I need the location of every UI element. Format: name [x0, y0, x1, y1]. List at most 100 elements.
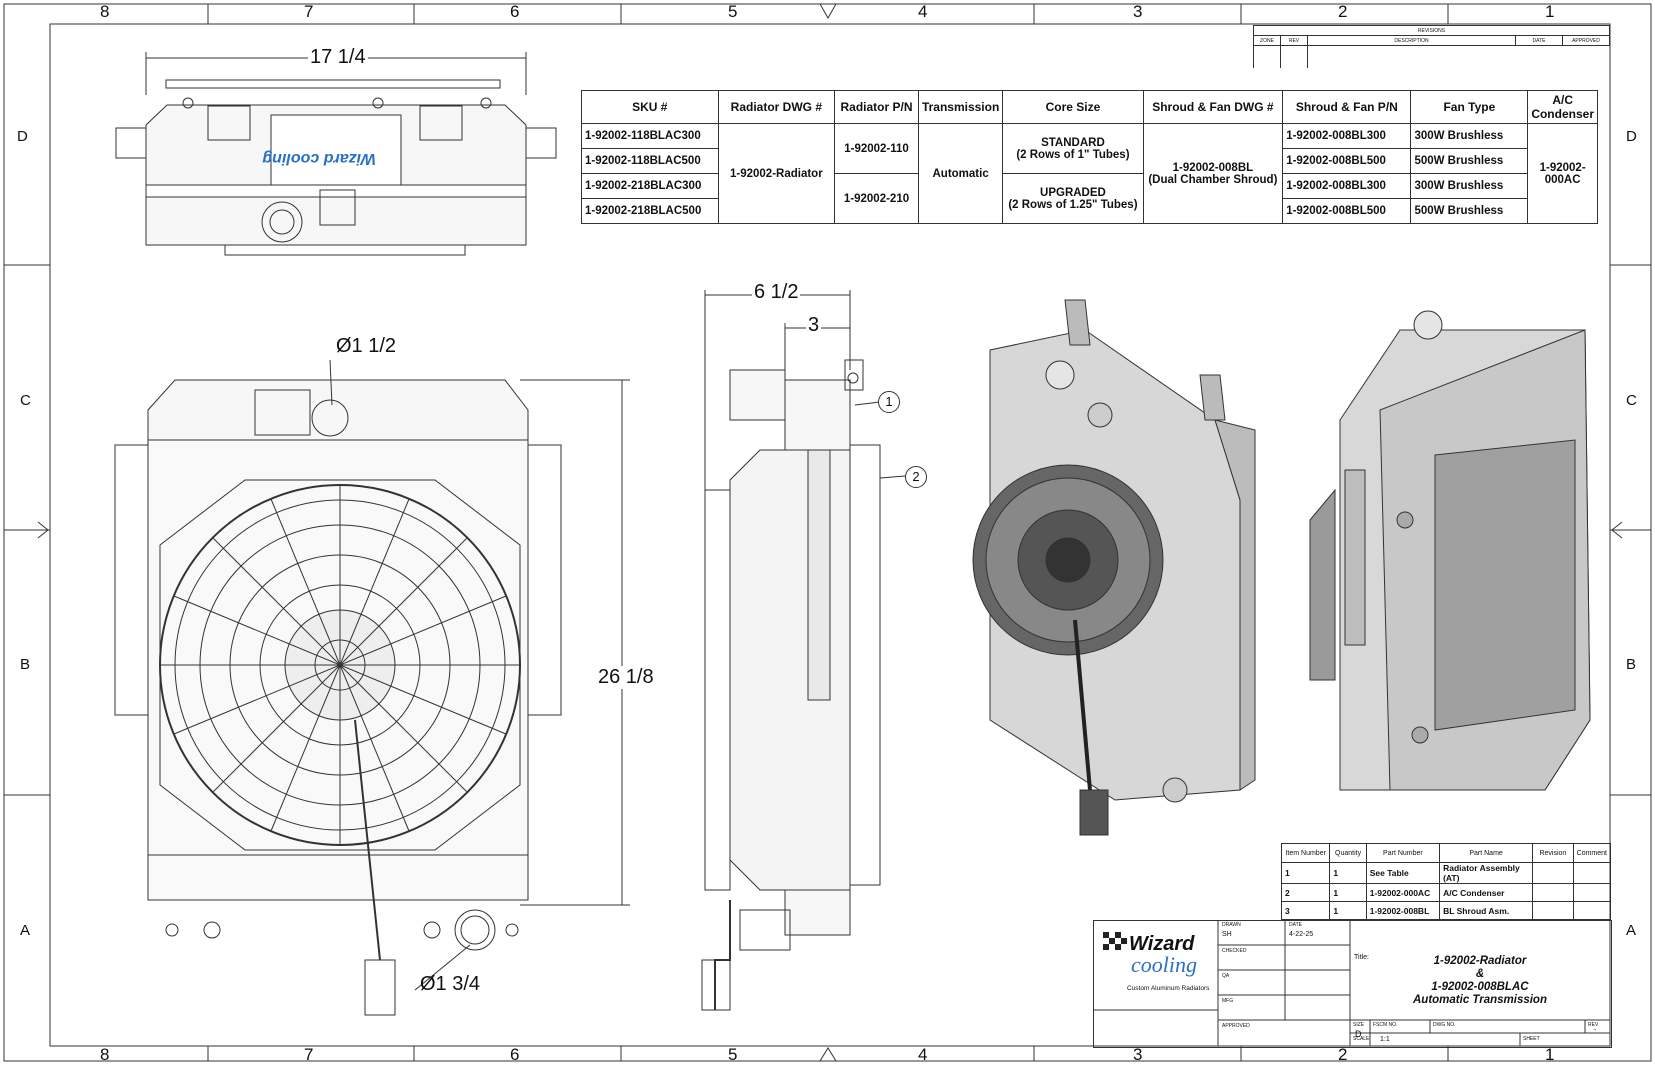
shroud-pn-header: Shroud & Fan P/N: [1282, 90, 1412, 124]
bom-header-revision: Revision: [1532, 843, 1574, 863]
zone-col-3-bottom: 3: [1133, 1045, 1143, 1064]
title-line: &: [1475, 968, 1485, 980]
bom-part: 1-92002-008BL: [1365, 901, 1441, 920]
bom-part: See Table: [1365, 862, 1441, 884]
zone-col-8-top: 8: [100, 2, 110, 21]
bom-name: BL Shroud Asm.: [1439, 901, 1534, 920]
bom-qty: 1: [1329, 901, 1367, 920]
bom-qty: 1: [1329, 862, 1367, 884]
top-view: Wizard cooling: [115, 52, 557, 256]
core-size-standard-cell: STANDARD(2 Rows of 1" Tubes): [1002, 123, 1144, 174]
sku-cell: 1-92002-118BLAC300: [581, 123, 719, 149]
radiator-dwg-header: Radiator DWG #: [717, 90, 836, 124]
transmission-header: Transmission: [917, 90, 1004, 124]
bom-row: 1 1 See Table Radiator Assembly (AT): [1280, 862, 1612, 884]
zone-row-b-left: B: [20, 656, 31, 673]
zone-col-7-bottom: 7: [304, 1045, 314, 1064]
bom-part: 1-92002-000AC: [1365, 883, 1441, 902]
zone-col-8-bottom: 8: [100, 1045, 110, 1064]
bom-item: 1: [1280, 862, 1331, 884]
title-block: [1093, 920, 1612, 1048]
iso-view-front: [972, 299, 1256, 836]
fan-type-cell: 300W Brushless: [1410, 123, 1529, 149]
side-view: [701, 290, 906, 1011]
size-value: D: [1355, 1029, 1362, 1039]
date-value: 4-22-25: [1289, 931, 1314, 938]
transmission-cell: Automatic: [917, 123, 1004, 224]
fan-type-cell: 500W Brushless: [1410, 148, 1529, 174]
radiator-pn-cell: 1-92002-110: [834, 123, 919, 174]
top-view-logo: Wizard cooling: [262, 150, 376, 167]
qa-label: QA: [1222, 973, 1230, 979]
shroud-dwg-line1: 1-92002-008BL: [1172, 161, 1254, 174]
core-size-line1: STANDARD: [1041, 136, 1105, 149]
zone-row-c-right: C: [1626, 392, 1637, 409]
dim-height: 26 1/8: [596, 666, 656, 689]
title-line: 1-92002-008BLAC: [1431, 981, 1529, 993]
dim-side-offset: 3: [806, 314, 822, 337]
shroud-pn-cell: 1-92002-008BL500: [1282, 148, 1412, 174]
sku-table: SKU # Radiator DWG # Radiator P/N Transm…: [581, 90, 1598, 224]
core-size-line2: (2 Rows of 1" Tubes): [1016, 148, 1130, 161]
drawing-title: 1-92002-Radiator & 1-92002-008BLAC Autom…: [1380, 955, 1580, 1007]
fan-type-cell: 300W Brushless: [1410, 173, 1529, 199]
zone-row-b-right: B: [1626, 656, 1637, 673]
mfg-label: MFG: [1222, 998, 1234, 1004]
logo-wizard-text: Wizard: [1129, 933, 1195, 955]
bom-header-part: Part Number: [1365, 843, 1441, 863]
title-line: 1-92002-Radiator: [1433, 955, 1527, 967]
rev-label: REV: [1588, 1022, 1599, 1028]
fscm-label: FSCM NO.: [1373, 1022, 1398, 1028]
zone-row-a-right: A: [1626, 922, 1637, 939]
rev-header-zone: ZONE: [1253, 35, 1281, 46]
bom-item: 3: [1280, 901, 1331, 920]
zone-col-2-bottom: 2: [1338, 1045, 1348, 1064]
zone-col-4-top: 4: [918, 2, 928, 21]
shroud-dwg-header: Shroud & Fan DWG #: [1142, 90, 1284, 124]
bom-name: Radiator Assembly (AT): [1439, 862, 1534, 884]
outer-border: [3, 3, 1652, 1062]
zone-col-1-top: 1: [1545, 2, 1555, 21]
bom-table: Item Number Quantity Part Number Part Na…: [1280, 843, 1612, 920]
shroud-pn-cell: 1-92002-008BL500: [1282, 198, 1412, 224]
dim-upper-hose: Ø1 1/2: [336, 335, 397, 357]
zone-col-6-bottom: 6: [510, 1045, 520, 1064]
core-size-line2: (2 Rows of 1.25" Tubes): [1008, 198, 1138, 211]
dwg-no-label: DWG NO.: [1433, 1022, 1456, 1028]
zone-col-6-top: 6: [510, 2, 520, 21]
bom-header-item: Item Number: [1280, 843, 1331, 863]
iso-view-rear: [1309, 310, 1591, 791]
checkered-flag-icon: Wizard cooling: [1103, 932, 1197, 977]
dim-lower-hose: Ø1 3/4: [420, 973, 481, 995]
revisions-table: REVISIONS ZONE REV DESCRIPTION DATE APPR…: [1253, 25, 1610, 68]
balloon-1: 1: [878, 391, 900, 413]
radiator-dwg-cell: 1-92002-Radiator: [717, 123, 836, 224]
rev-header-date: DATE: [1515, 35, 1563, 46]
dim-side-depth: 6 1/2: [752, 281, 801, 304]
approved-label: APPROVED: [1222, 1023, 1250, 1029]
checked-label: CHECKED: [1222, 948, 1247, 954]
fan-spokes: [160, 485, 520, 845]
zone-row-c-left: C: [20, 392, 31, 409]
rev-header-rev: REV: [1280, 35, 1308, 46]
sku-cell: 1-92002-118BLAC500: [581, 148, 719, 174]
drawn-value: SH: [1222, 931, 1232, 938]
zone-row-d-right: D: [1626, 128, 1637, 145]
shroud-pn-cell: 1-92002-008BL300: [1282, 173, 1412, 199]
core-size-line1: UPGRADED: [1040, 186, 1106, 199]
size-label: SIZE: [1353, 1022, 1365, 1028]
title-block-lines: [1093, 920, 1610, 1046]
zone-col-4-bottom: 4: [918, 1045, 928, 1064]
bom-name: A/C Condenser: [1439, 883, 1534, 902]
sheet-label: SHEET: [1523, 1036, 1540, 1042]
bom-row: 3 1 1-92002-008BL BL Shroud Asm.: [1280, 901, 1612, 920]
zone-row-a-left: A: [20, 922, 31, 939]
scale-label: SCALE: [1353, 1036, 1370, 1042]
bom-row: 2 1 1-92002-000AC A/C Condenser: [1280, 883, 1612, 902]
fan-type-cell: 500W Brushless: [1410, 198, 1529, 224]
zone-ticks: [4, 3, 1651, 1062]
core-size-upgraded-cell: UPGRADED(2 Rows of 1.25" Tubes): [1002, 173, 1144, 224]
shroud-dwg-line2: (Dual Chamber Shroud): [1148, 173, 1278, 186]
radiator-pn-cell: 1-92002-210: [834, 173, 919, 224]
core-size-header: Core Size: [1002, 90, 1144, 124]
